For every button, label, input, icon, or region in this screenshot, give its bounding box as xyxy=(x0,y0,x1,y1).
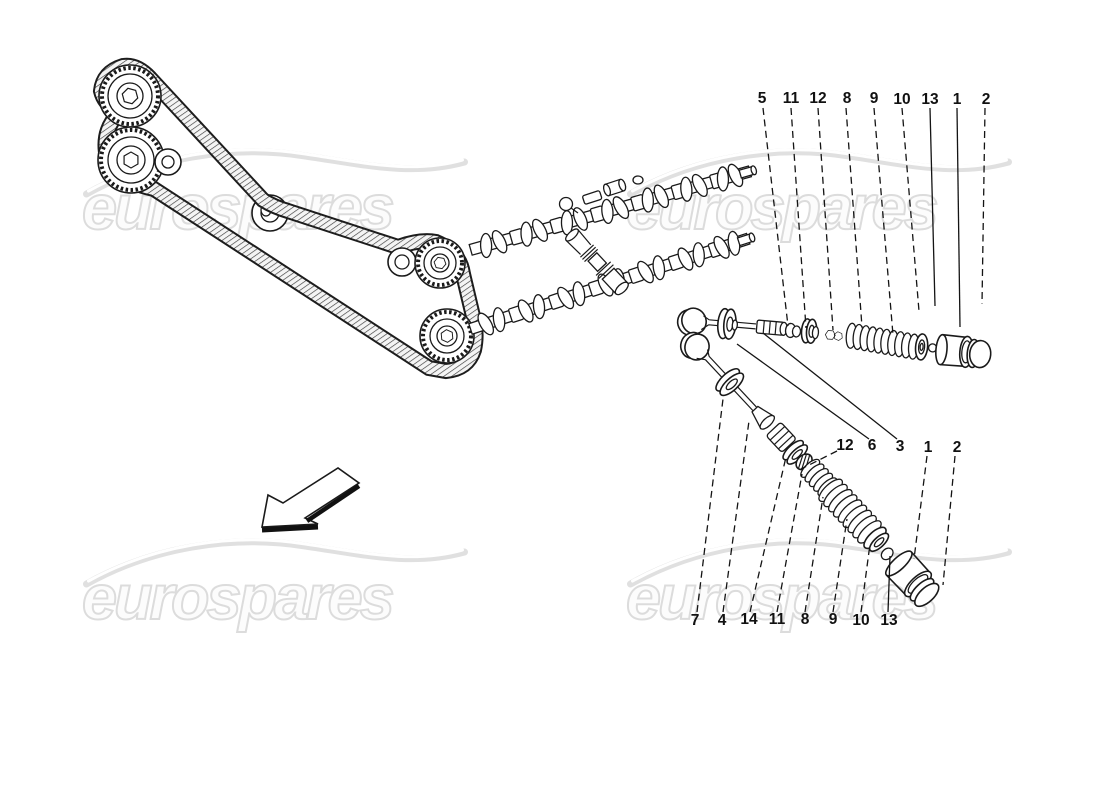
callout-top-10: 10 xyxy=(893,91,911,108)
cam-pulley-lower xyxy=(419,308,475,364)
callout-top-13: 13 xyxy=(921,91,939,108)
callout-bot-4: 4 xyxy=(717,612,727,629)
callout-top-2: 2 xyxy=(981,91,991,108)
callout-bot-14: 14 xyxy=(740,611,758,628)
callout-top-9: 9 xyxy=(869,90,879,107)
callout-top-1: 1 xyxy=(952,91,962,108)
callout-mid-3: 3 xyxy=(895,438,905,455)
tappet-shim-upper xyxy=(966,338,992,369)
spring-retainer-cap-upper xyxy=(914,333,929,361)
cam-drive-coupling xyxy=(565,228,629,296)
callout-mid-2: 2 xyxy=(952,439,962,456)
valve-cone-lower xyxy=(880,547,894,561)
leader-lines-bottom xyxy=(696,398,891,613)
callout-top-8: 8 xyxy=(842,90,852,107)
callout-top-11: 11 xyxy=(782,90,800,107)
valve-assembly-upper xyxy=(676,307,992,369)
valve-lower xyxy=(679,331,758,412)
valve-spring-upper xyxy=(844,322,921,361)
tappet-shim-lower xyxy=(909,577,940,608)
cam-pulley-upper xyxy=(414,237,466,289)
leader-lines-middle xyxy=(736,332,956,586)
leader-lines-top xyxy=(762,107,986,336)
spring-seat-upper xyxy=(800,318,820,345)
valve-collets-upper xyxy=(824,329,845,342)
callout-bot-10: 10 xyxy=(852,612,870,629)
callout-mid-1: 1 xyxy=(923,439,933,456)
spring-seat-lower xyxy=(782,439,809,465)
callout-top-12: 12 xyxy=(809,90,827,107)
camshaft-upper xyxy=(468,161,758,259)
callout-bot-11: 11 xyxy=(768,611,786,628)
callout-bot-9: 9 xyxy=(828,611,838,628)
valve-assembly-lower xyxy=(679,331,940,608)
valve-guide-upper xyxy=(755,319,788,336)
valve-spring-retainer-lower xyxy=(715,367,745,397)
valve-seal-upper xyxy=(784,322,802,339)
drive-pulley-upper xyxy=(98,64,162,128)
callout-mid-6: 6 xyxy=(867,437,877,454)
callout-bot-8: 8 xyxy=(800,611,810,628)
small-idler-pulley-left xyxy=(154,148,182,176)
callout-top-5: 5 xyxy=(757,90,767,107)
idler-pulley-cam xyxy=(387,247,417,277)
callout-mid-12: 12 xyxy=(836,437,854,454)
spring-retainer-cap-lower xyxy=(863,526,890,553)
valve-guide-lower xyxy=(751,405,776,430)
direction-arrow xyxy=(261,467,361,533)
cam-cap-small-parts xyxy=(558,175,644,214)
callout-bot-13: 13 xyxy=(880,612,898,629)
callout-bot-7: 7 xyxy=(690,612,700,629)
drive-pulley-lower xyxy=(97,126,165,194)
guide-collar-lower xyxy=(766,422,796,452)
valve-spring-retainer-upper xyxy=(716,307,738,340)
